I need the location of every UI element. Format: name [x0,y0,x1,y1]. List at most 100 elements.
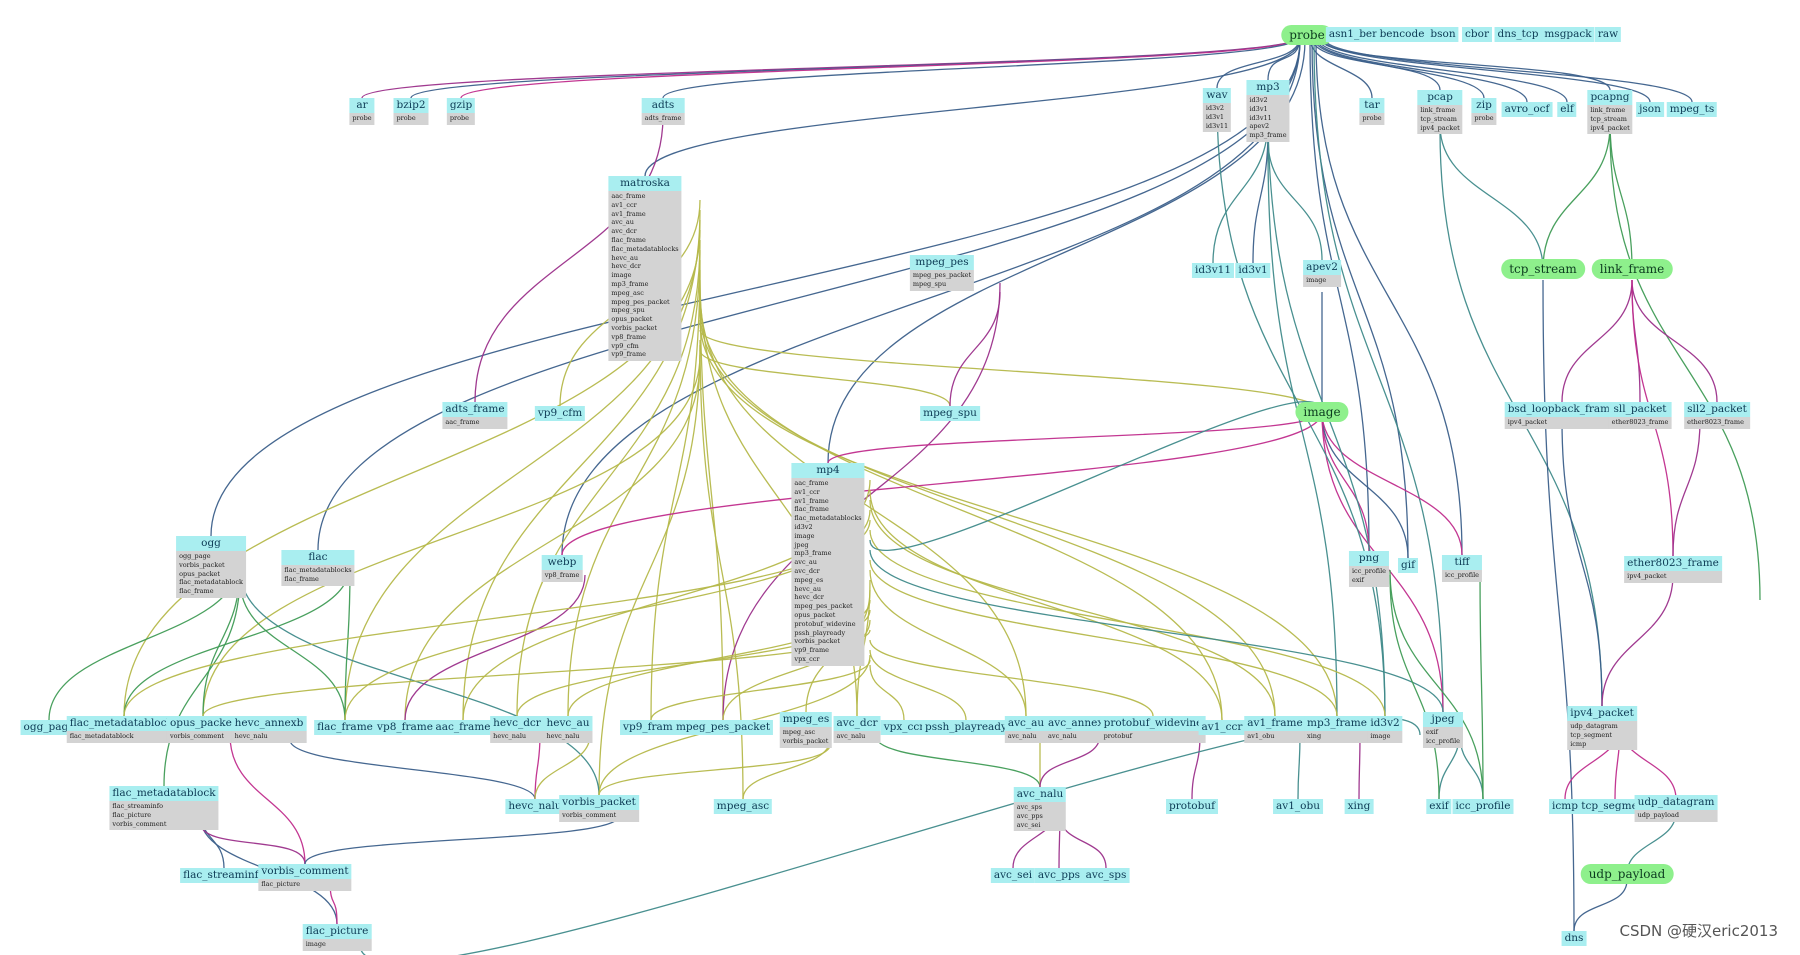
lone-node-asn1-ber[interactable]: asn1_ber [1325,27,1381,42]
node-title: zip [1471,98,1497,113]
probe-root-node[interactable]: probe [1281,25,1333,45]
node-field: vorbis_packet [611,323,657,332]
node-dns[interactable]: dns [1561,931,1587,946]
node-pssh-playready[interactable]: pssh_playready [922,720,1010,735]
lone-node-cbor[interactable]: cbor [1462,27,1492,42]
node-title: webp [541,555,583,570]
node-tcp-segment[interactable]: tcp_segment [1578,799,1652,814]
node-mpeg-spu[interactable]: mpeg_spu [920,406,980,421]
tcp-stream-root-node[interactable]: tcp_stream [1501,259,1585,279]
lone-node-dns-tcp[interactable]: dns_tcp [1494,27,1542,42]
node-xing[interactable]: xing [1344,799,1374,814]
node-json[interactable]: json [1636,102,1664,117]
node-elf[interactable]: elf [1557,102,1577,117]
node-vpx-ccr[interactable]: vpx_ccr [880,720,928,735]
link-frame-root-node[interactable]: link_frame [1591,259,1673,279]
node-id3v11[interactable]: id3v11 [1191,263,1235,278]
lone-node-bencode[interactable]: bencode [1376,27,1428,42]
node-id3v1[interactable]: id3v1 [1235,263,1271,278]
node-mpeg-asc[interactable]: mpeg_asc [713,799,773,814]
node-field: probe [1474,114,1494,122]
node-av1-obu[interactable]: av1_obu [1273,799,1323,814]
node-mpeg-ts[interactable]: mpeg_ts [1666,102,1718,117]
node-field: flac_frame [611,235,646,244]
node-vp9-cfm[interactable]: vp9_cfm [534,406,586,421]
node-avc-sps[interactable]: avc_sps [1082,868,1130,883]
lone-node-raw[interactable]: raw [1594,27,1622,42]
node-protobuf[interactable]: protobuf [1166,799,1218,814]
lone-node-msgpack[interactable]: msgpack [1541,27,1595,42]
udp-payload-root-node[interactable]: udp_payload [1580,864,1674,884]
node-icmp[interactable]: icmp [1549,799,1581,814]
node-av1-ccr[interactable]: av1_ccr [1198,720,1246,735]
node-vp9-frame[interactable]: vp9_frame [620,720,682,735]
node-ogg-page[interactable]: ogg_page [20,720,78,735]
image-root-node[interactable]: image [1295,402,1349,422]
node-avc-sei[interactable]: avc_sei [990,868,1036,883]
node-title: avc_pps [1034,868,1084,883]
node-hevc-nalu[interactable]: hevc_nalu [505,799,565,814]
node-flac-streaminfo[interactable]: flac_streaminfo [180,868,268,883]
node-avc-pps[interactable]: avc_pps [1034,868,1084,883]
node-icc-profile[interactable]: icc_profile [1452,799,1514,814]
node-gif[interactable]: gif [1398,558,1418,573]
node-aac-frame[interactable]: aac_frame [432,720,494,735]
node-flac-frame[interactable]: flac_frame [314,720,376,735]
node-field: icc_profile [1425,736,1461,745]
lone-node-bson[interactable]: bson [1427,27,1459,42]
node-field: hevc_nalu [546,732,580,740]
node-avro-ocf[interactable]: avro_ocf [1501,102,1553,117]
node-field: link_frame [1590,106,1626,114]
node-vp8-frame[interactable]: vp8_frame [374,720,436,735]
node-exif[interactable]: exif [1426,799,1452,814]
node-title: sll2_packet [1684,402,1750,417]
node-mpeg-pes-packet[interactable]: mpeg_pes_packet [672,720,774,735]
